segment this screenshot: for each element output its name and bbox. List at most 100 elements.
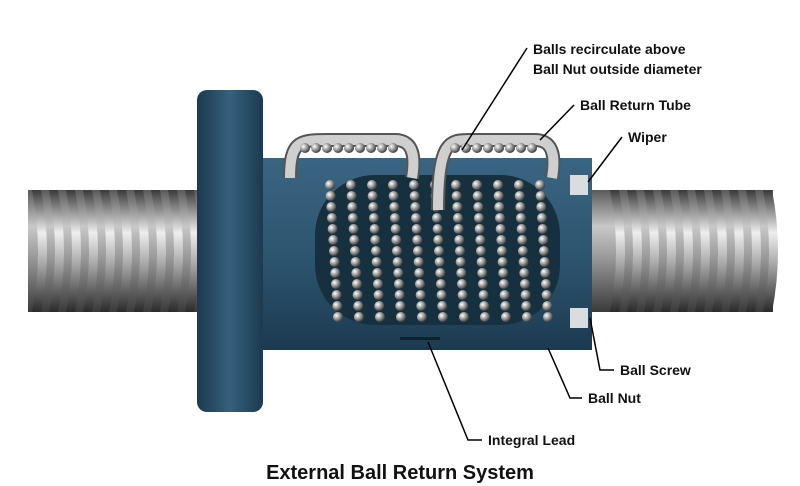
ball xyxy=(473,213,484,223)
screw-thread xyxy=(661,190,676,312)
ball xyxy=(409,191,420,201)
ball xyxy=(326,213,337,223)
ball xyxy=(535,191,546,201)
ball xyxy=(393,279,404,289)
ball xyxy=(331,290,342,300)
ball xyxy=(538,246,549,256)
ball xyxy=(518,257,529,267)
ball xyxy=(495,224,506,234)
ball xyxy=(496,235,507,245)
ball xyxy=(332,301,343,311)
ball xyxy=(475,235,486,245)
ball xyxy=(326,202,337,212)
ball xyxy=(500,312,511,322)
ball xyxy=(542,301,553,311)
ball xyxy=(535,180,545,190)
ball xyxy=(516,224,527,234)
ball xyxy=(416,312,427,322)
diagram-title: External Ball Return System xyxy=(266,462,534,484)
ball xyxy=(388,191,399,201)
ball xyxy=(394,290,405,300)
ball xyxy=(374,312,385,322)
screw-thread xyxy=(763,190,778,312)
label-ball-screw: Ball Screw xyxy=(620,362,691,378)
ball xyxy=(333,143,343,153)
ball xyxy=(457,290,468,300)
screw-thread xyxy=(610,190,625,312)
ball xyxy=(517,246,528,256)
ball xyxy=(410,213,421,223)
ball xyxy=(325,180,335,190)
ball xyxy=(520,290,531,300)
ball xyxy=(477,279,488,289)
ball xyxy=(366,143,376,153)
leader-lines xyxy=(427,47,623,441)
screw-thread xyxy=(627,190,642,312)
label-ball-nut: Ball Nut xyxy=(588,390,641,406)
ball xyxy=(472,191,483,201)
ball xyxy=(437,301,448,311)
ball xyxy=(455,257,466,267)
ball xyxy=(454,246,465,256)
ball xyxy=(374,301,385,311)
ball xyxy=(515,202,526,212)
screw-thread xyxy=(185,190,200,312)
ball xyxy=(367,191,378,201)
screw-thread xyxy=(695,190,710,312)
ball xyxy=(322,143,332,153)
ball xyxy=(414,268,425,278)
ball xyxy=(514,180,524,190)
screw-thread xyxy=(49,190,64,312)
ball xyxy=(367,180,377,190)
ball xyxy=(434,257,445,267)
ball xyxy=(412,246,423,256)
screw-thread xyxy=(729,190,744,312)
ball xyxy=(348,224,359,234)
ball xyxy=(328,246,339,256)
ball xyxy=(377,143,387,153)
ball xyxy=(329,257,340,267)
ball xyxy=(347,213,358,223)
label-ball-return-tube: Ball Return Tube xyxy=(580,97,691,113)
ball xyxy=(388,143,398,153)
ball xyxy=(437,312,448,322)
ball xyxy=(494,202,505,212)
flange xyxy=(197,90,263,412)
screw-thread xyxy=(32,190,47,312)
ball xyxy=(325,191,336,201)
ball xyxy=(483,143,493,153)
ball xyxy=(389,202,400,212)
ball xyxy=(352,290,363,300)
screw-thread xyxy=(151,190,166,312)
ball xyxy=(475,246,486,256)
label-wiper: Wiper xyxy=(628,129,667,145)
label-balls-recirculate-2: Ball Nut outside diameter xyxy=(533,61,702,77)
ball xyxy=(373,290,384,300)
screw-thread xyxy=(746,190,761,312)
ball xyxy=(435,268,446,278)
ball xyxy=(349,246,360,256)
return-tubes xyxy=(283,133,561,211)
ball xyxy=(353,312,364,322)
ball xyxy=(435,279,446,289)
ball xyxy=(409,180,419,190)
ball xyxy=(461,143,471,153)
ball xyxy=(433,235,444,245)
ball xyxy=(370,235,381,245)
ball xyxy=(527,143,537,153)
ball xyxy=(351,279,362,289)
ball xyxy=(413,257,424,267)
wiper-top xyxy=(570,175,588,195)
screw-thread xyxy=(168,190,183,312)
ball xyxy=(498,279,509,289)
ball xyxy=(353,301,364,311)
ball xyxy=(392,257,403,267)
ball xyxy=(521,312,532,322)
ball xyxy=(349,235,360,245)
ball xyxy=(450,143,460,153)
ball xyxy=(328,235,339,245)
ball xyxy=(541,290,552,300)
ball xyxy=(500,301,511,311)
screw-thread xyxy=(712,190,727,312)
